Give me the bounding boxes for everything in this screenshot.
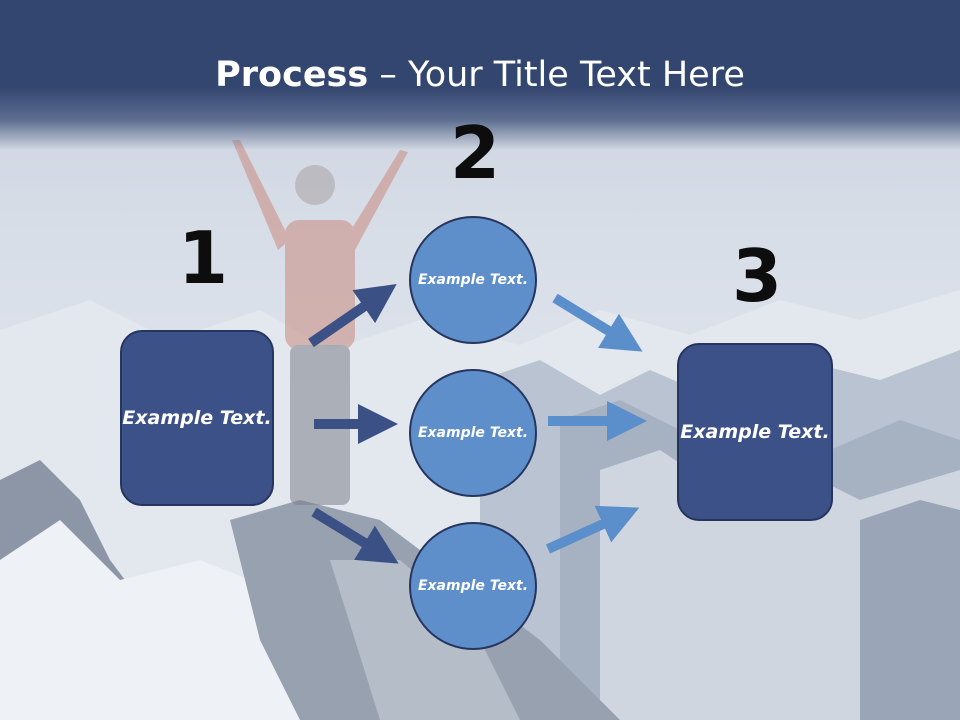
step-1-box: Example Text. xyxy=(120,330,274,506)
step-number-1: 1 xyxy=(178,216,229,300)
arrow-1-to-top xyxy=(308,283,397,348)
arrow-top-to-3 xyxy=(552,293,643,352)
arrow-bottom-to-3 xyxy=(545,505,640,554)
title-bar xyxy=(0,0,960,150)
step-2-circle-top: Example Text. xyxy=(409,216,537,344)
step-2-circle-middle: Example Text. xyxy=(409,369,537,497)
title-bold: Process xyxy=(215,55,369,95)
step-number-2: 2 xyxy=(450,111,501,195)
title-rest: – Your Title Text Here xyxy=(368,55,745,95)
slide-title: Process – Your Title Text Here xyxy=(0,55,960,95)
step-number-3: 3 xyxy=(732,234,783,318)
step-2-circle-bottom: Example Text. xyxy=(409,522,537,650)
step-3-box: Example Text. xyxy=(677,343,833,521)
arrow-1-to-bottom xyxy=(311,507,399,564)
